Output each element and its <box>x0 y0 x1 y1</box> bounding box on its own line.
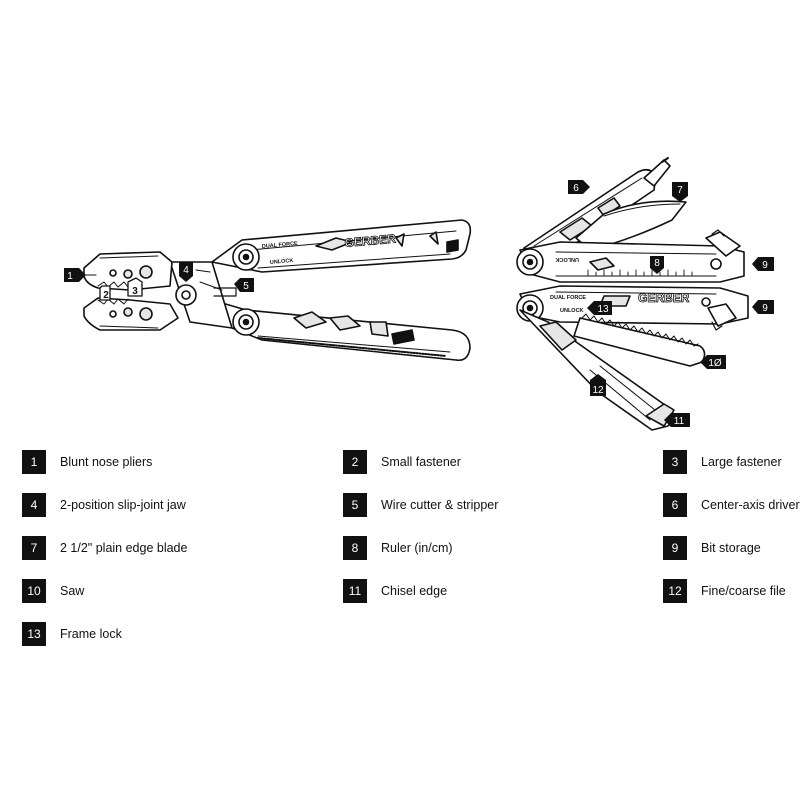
svg-text:7: 7 <box>677 185 683 196</box>
lower-handle <box>211 299 471 362</box>
callout-2: 2 <box>99 285 111 301</box>
callout-12: 12 <box>590 374 606 396</box>
pliers-open-view: GERBER DUAL FORCE UNLOCK <box>83 219 472 362</box>
upper-handle <box>211 219 472 273</box>
callout-11: 11 <box>664 413 690 427</box>
slip-joint-pivot <box>175 284 197 306</box>
svg-text:9: 9 <box>762 303 768 314</box>
legend-item-13: 13 Frame lock <box>22 622 122 646</box>
legend-item-8: 8 Ruler (in/cm) <box>343 536 453 560</box>
legend-item-2: 2 Small fastener <box>343 450 461 474</box>
svg-text:13: 13 <box>597 304 609 315</box>
legend-badge: 7 <box>22 536 46 560</box>
svg-text:8: 8 <box>654 258 660 269</box>
legend-item-6: 6 Center-axis driver <box>663 493 800 517</box>
legend-item-4: 4 2-position slip-joint jaw <box>22 493 186 517</box>
legend-item-7: 7 2 1/2" plain edge blade <box>22 536 187 560</box>
svg-text:12: 12 <box>592 385 604 396</box>
svg-text:9: 9 <box>762 260 768 271</box>
legend-label: Chisel edge <box>381 584 448 598</box>
legend-label: Large fastener <box>701 455 782 469</box>
multitool-illustration: GERBER DUAL FORCE UNLOCK <box>64 157 774 431</box>
legend-label: Frame lock <box>60 627 122 641</box>
legend-label: 2-position slip-joint jaw <box>60 498 186 512</box>
tools-logo: GERBER <box>638 291 690 305</box>
callout-1: 1 <box>64 268 97 282</box>
legend-label: Small fastener <box>381 455 461 469</box>
svg-text:11: 11 <box>674 416 685 427</box>
callout-9-lower: 9 <box>752 300 774 314</box>
svg-text:6: 6 <box>573 183 579 194</box>
legend-badge: 9 <box>663 536 687 560</box>
ruler-marks <box>587 269 693 277</box>
svg-text:3: 3 <box>132 286 138 297</box>
legend-item-3: 3 Large fastener <box>663 450 782 474</box>
upper-handle-logo: GERBER <box>344 232 397 250</box>
legend-label: Center-axis driver <box>701 498 800 512</box>
legend-item-5: 5 Wire cutter & stripper <box>343 493 498 517</box>
legend-badge: 10 <box>22 579 46 603</box>
legend-badge: 6 <box>663 493 687 517</box>
legend-label: 2 1/2" plain edge blade <box>60 541 188 555</box>
svg-text:4: 4 <box>183 265 189 276</box>
svg-text:5: 5 <box>243 281 249 292</box>
tools-open-view: UNLOCK GERBER DUAL FORCE UNLOCK <box>516 157 749 431</box>
tools-unlock-lower: UNLOCK <box>560 308 584 314</box>
legend-label: Ruler (in/cm) <box>381 541 453 555</box>
legend-label: Saw <box>60 584 85 598</box>
svg-text:2: 2 <box>103 290 109 301</box>
callout-7: 7 <box>672 182 688 202</box>
legend-item-1: 1 Blunt nose pliers <box>22 450 152 474</box>
tools-model: DUAL FORCE <box>550 295 586 301</box>
callout-10: 1Ø <box>700 355 726 369</box>
svg-text:1Ø: 1Ø <box>708 358 722 369</box>
legend-badge: 1 <box>22 450 46 474</box>
upper-handle-unlock: UNLOCK <box>270 258 294 266</box>
legend-item-10: 10 Saw <box>22 579 84 603</box>
legend-badge: 5 <box>343 493 367 517</box>
legend-label: Blunt nose pliers <box>60 455 153 469</box>
legend-badge: 4 <box>22 493 46 517</box>
legend-badge: 3 <box>663 450 687 474</box>
upper-handle-model: DUAL FORCE <box>262 241 299 250</box>
legend-badge: 13 <box>22 622 46 646</box>
legend-badge: 12 <box>663 579 687 603</box>
legend-badge: 8 <box>343 536 367 560</box>
saw-blade <box>573 317 706 367</box>
legend-item-11: 11 Chisel edge <box>343 579 447 603</box>
callouts: 1 2 3 4 5 6 7 <box>64 180 774 427</box>
callout-6: 6 <box>568 180 590 194</box>
svg-text:1: 1 <box>67 271 73 282</box>
callout-9-upper: 9 <box>752 257 774 271</box>
legend-badge: 2 <box>343 450 367 474</box>
legend-label: Fine/coarse file <box>701 584 786 598</box>
legend-badge: 11 <box>343 579 367 603</box>
callout-5: 5 <box>234 278 254 292</box>
callout-13: 13 <box>587 301 612 315</box>
legend-label: Bit storage <box>701 541 761 555</box>
legend-item-9: 9 Bit storage <box>663 536 761 560</box>
legend-label: Wire cutter & stripper <box>381 498 499 512</box>
callout-3: 3 <box>127 277 143 297</box>
callout-8: 8 <box>650 256 664 274</box>
legend-item-12: 12 Fine/coarse file <box>663 579 786 603</box>
parts-legend: 1 Blunt nose pliers 2 Small fastener 3 L… <box>0 440 800 660</box>
tools-unlock-upper: UNLOCK <box>555 256 579 262</box>
callout-4: 4 <box>179 262 193 282</box>
